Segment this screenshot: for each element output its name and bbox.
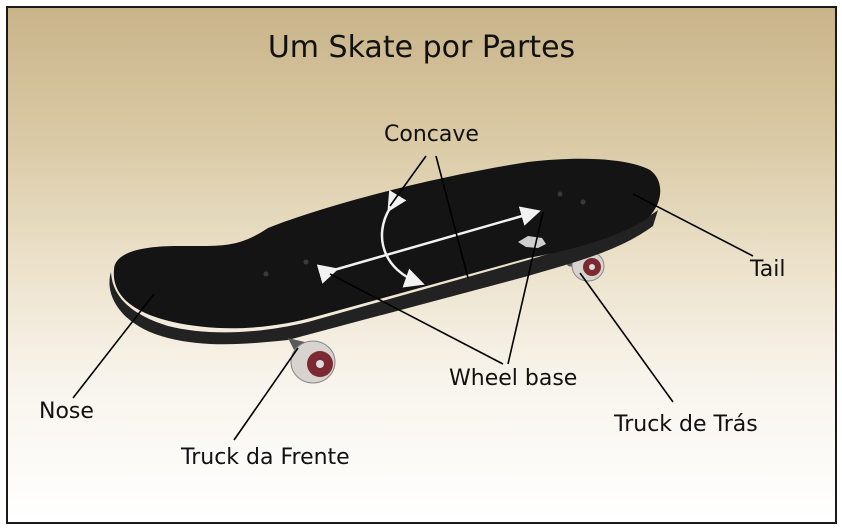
grip-tape-details	[263, 191, 586, 277]
front-truck	[288, 338, 336, 384]
label-wheel-base: Wheel base	[449, 366, 578, 391]
diagram-frame: Um Skate por Partes	[6, 6, 837, 524]
skateboard-deck-edge	[109, 210, 658, 345]
label-nose: Nose	[39, 399, 94, 424]
label-tail: Tail	[750, 257, 786, 282]
diagram-title: Um Skate por Partes	[267, 30, 576, 65]
label-concave: Concave	[384, 122, 479, 147]
label-truck-back: Truck de Trás	[614, 412, 758, 437]
leader-lines	[72, 155, 754, 441]
wheel-base-arrow	[316, 206, 541, 284]
skateboard-illustration	[72, 155, 754, 441]
label-truck-front: Truck da Frente	[181, 445, 350, 470]
